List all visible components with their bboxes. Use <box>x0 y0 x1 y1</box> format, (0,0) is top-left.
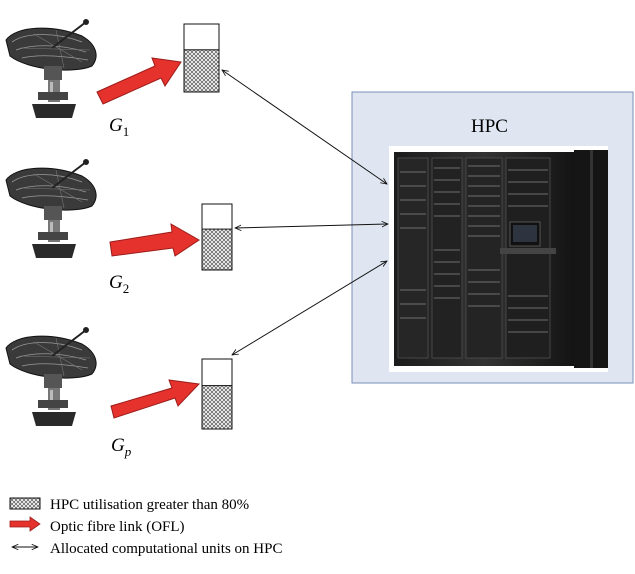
satellite-dish-icon <box>5 326 98 427</box>
svg-text:Gp: Gp <box>111 435 132 459</box>
satellite-dish-icon <box>5 18 98 119</box>
hpc-label: HPC <box>471 116 508 137</box>
svg-text:G1: G1 <box>109 115 129 139</box>
server-rack-image <box>389 146 608 372</box>
legend-ofl-text: Optic fibre link (OFL) <box>50 519 185 535</box>
allocation-arrow-2 <box>235 224 388 228</box>
satellite-dish-icon <box>5 158 98 259</box>
ground-station-p: Gp <box>5 326 233 459</box>
optic-fibre-arrow-1 <box>96 57 182 105</box>
legend-allocation-text: Allocated computational units on HPC <box>50 541 282 557</box>
station-subscript: p <box>124 444 132 459</box>
optic-fibre-arrow-2 <box>109 223 200 257</box>
station-name: G <box>109 272 123 293</box>
red-arrow-icon <box>9 516 41 532</box>
station-subscript: 2 <box>123 281 130 296</box>
optic-fibre-arrow-p <box>110 379 201 419</box>
station-name: G <box>111 435 125 456</box>
station-buffer-fill <box>201 228 233 271</box>
legend-utilisation-text: HPC utilisation greater than 80% <box>50 497 249 513</box>
station-name: G <box>109 115 123 136</box>
ground-station-2: G2 <box>5 158 233 296</box>
station-buffer-fill <box>183 49 220 93</box>
allocation-arrow-1 <box>222 70 387 184</box>
svg-text:G2: G2 <box>109 272 129 296</box>
allocation-arrow-p <box>232 261 387 355</box>
legend: HPC utilisation greater than 80% Optic f… <box>9 497 282 557</box>
ground-station-1: G1 <box>5 18 220 139</box>
station-subscript: 1 <box>123 124 130 139</box>
station-buffer-fill <box>201 385 233 430</box>
hatched-box-icon <box>9 497 41 510</box>
